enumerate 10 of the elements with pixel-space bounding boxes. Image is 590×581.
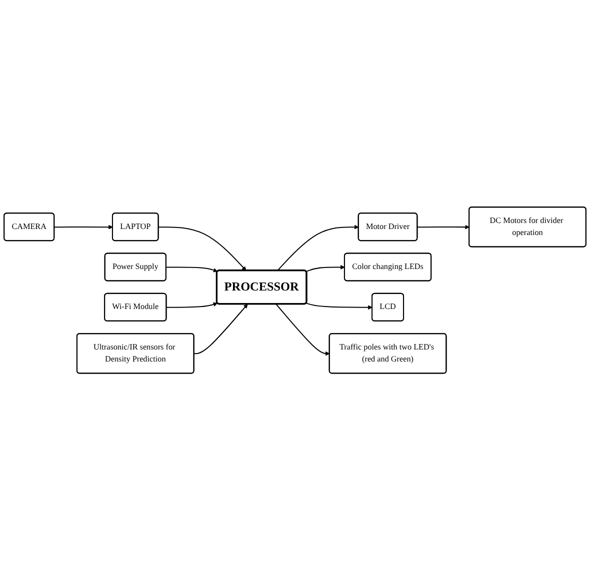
arrow xyxy=(166,302,218,308)
arrow xyxy=(306,303,372,310)
arrow xyxy=(54,225,113,230)
arrow xyxy=(194,304,248,355)
arrow xyxy=(277,225,359,272)
arrow xyxy=(306,265,345,272)
arrow xyxy=(276,304,330,356)
arrow xyxy=(417,225,470,230)
arrow xyxy=(166,267,218,273)
arrow xyxy=(158,226,246,272)
